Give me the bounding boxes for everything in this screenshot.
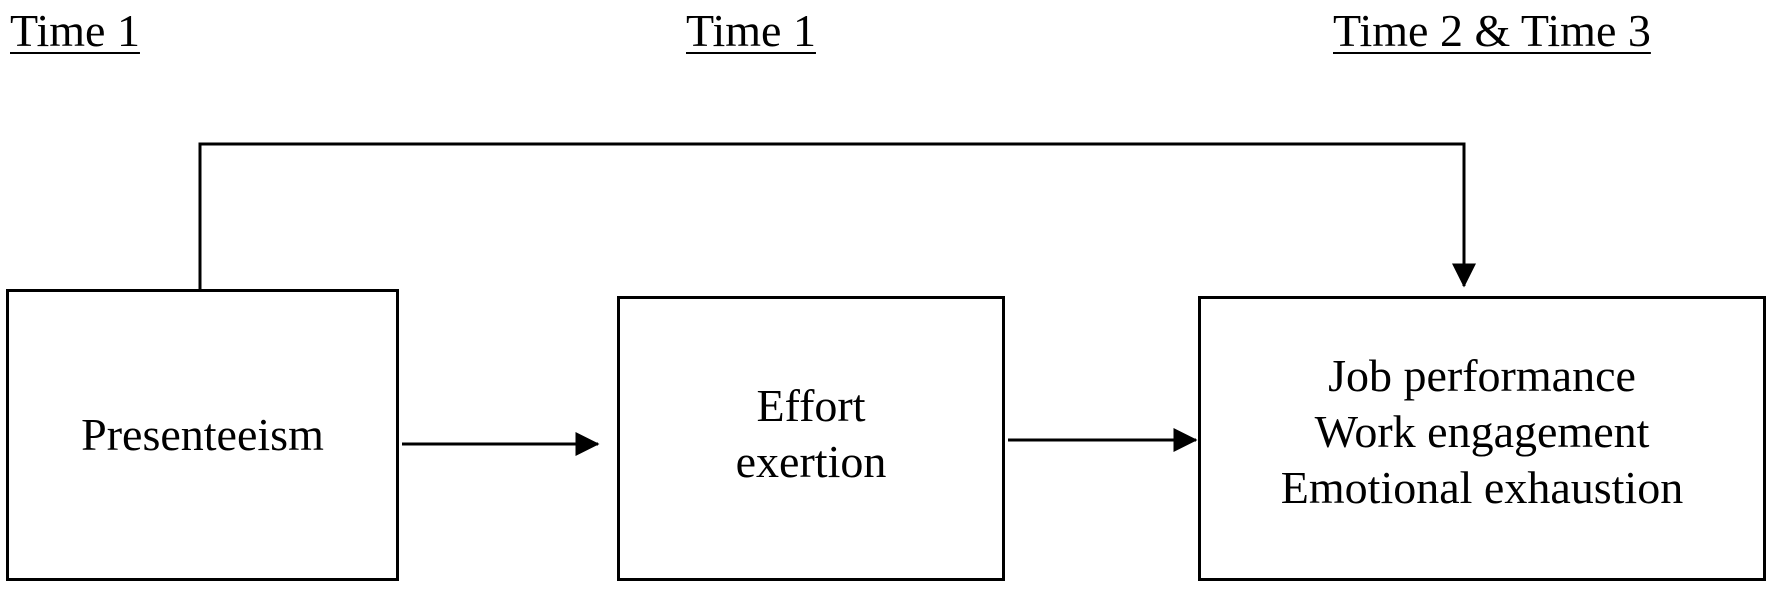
effort-exertion-box: Effort exertion [617,296,1005,581]
outcomes-box: Job performance Work engagement Emotiona… [1198,296,1766,581]
effort-label-line-1: Effort [756,379,866,431]
presenteeism-box: Presenteeism [6,289,399,581]
outcome-emotional-exhaustion: Emotional exhaustion [1280,461,1684,513]
time-label-mediator: Time 1 [686,5,816,56]
time-label-outcomes: Time 2 & Time 3 [1333,5,1651,56]
direct-path-arrow [198,142,1476,289]
presenteeism-label: Presenteeism [81,409,324,460]
outcome-work-engagement: Work engagement [1314,405,1650,457]
effort-label-line-2: exertion [735,435,887,487]
time-label-predictor: Time 1 [10,5,140,56]
outcome-job-performance: Job performance [1328,349,1636,401]
